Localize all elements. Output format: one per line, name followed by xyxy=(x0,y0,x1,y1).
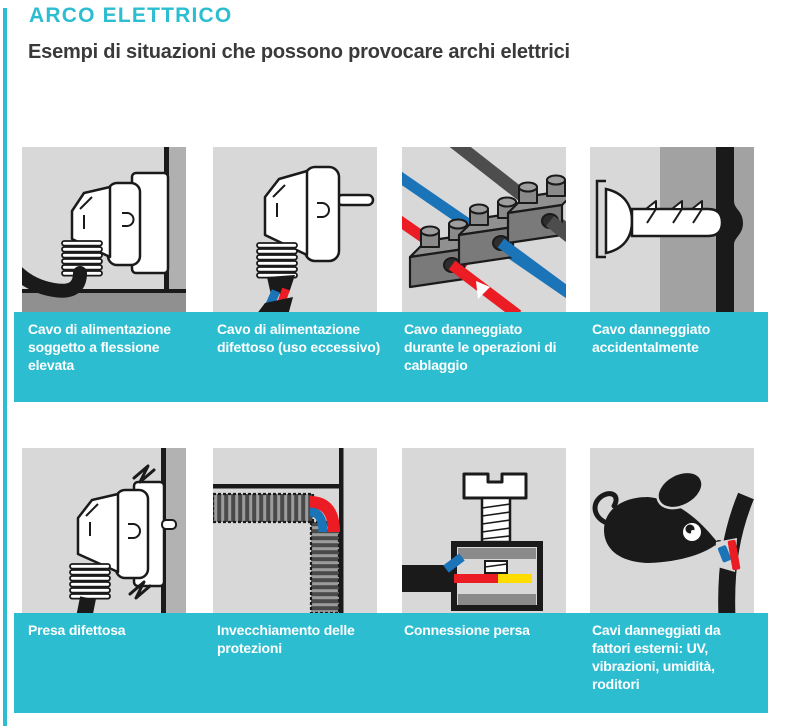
panel-caption: Presa difettosa xyxy=(28,622,126,638)
panel-caption: Cavo di alimentazione soggetto a flessio… xyxy=(28,321,171,373)
caption-band-row2 xyxy=(14,613,768,713)
panel-lost-connection xyxy=(402,448,566,613)
panel-caption: Invecchiamento delle protezioni xyxy=(217,622,355,656)
left-accent-bar xyxy=(3,8,7,726)
panel-caption: Cavo danneggiato durante le operazioni d… xyxy=(404,321,557,373)
panel-rodent-external-damage xyxy=(590,448,754,613)
caption-band-row1 xyxy=(14,312,768,402)
worn-power-cable-illustration xyxy=(213,147,377,312)
panel-faulty-socket xyxy=(22,448,186,613)
wiring-operation-damage-illustration xyxy=(402,147,566,312)
page-title: ARCO ELETTRICO xyxy=(29,4,233,27)
page-subtitle: Esempi di situazioni che possono provoca… xyxy=(28,41,570,63)
panel-caption: Cavo danneggiato accidentalmente xyxy=(592,321,711,355)
rodent-external-damage-illustration xyxy=(590,448,754,613)
panel-worn-power-cable xyxy=(213,147,377,312)
panel-caption: Cavo di alimentazione difettoso (uso ecc… xyxy=(217,321,381,355)
accidental-damage-illustration xyxy=(590,147,754,312)
panel-wiring-operation-damage xyxy=(402,147,566,312)
faulty-socket-illustration xyxy=(22,448,186,613)
panel-flexed-power-cable xyxy=(22,147,186,312)
panel-accidental-damage xyxy=(590,147,754,312)
aged-conduit-illustration xyxy=(213,448,377,613)
panel-aged-conduit xyxy=(213,448,377,613)
lost-connection-illustration xyxy=(402,448,566,613)
flexed-power-cable-illustration xyxy=(22,147,186,312)
panel-caption: Cavi danneggiati da fattori esterni: UV,… xyxy=(592,622,721,692)
panel-caption: Connessione persa xyxy=(404,622,530,638)
